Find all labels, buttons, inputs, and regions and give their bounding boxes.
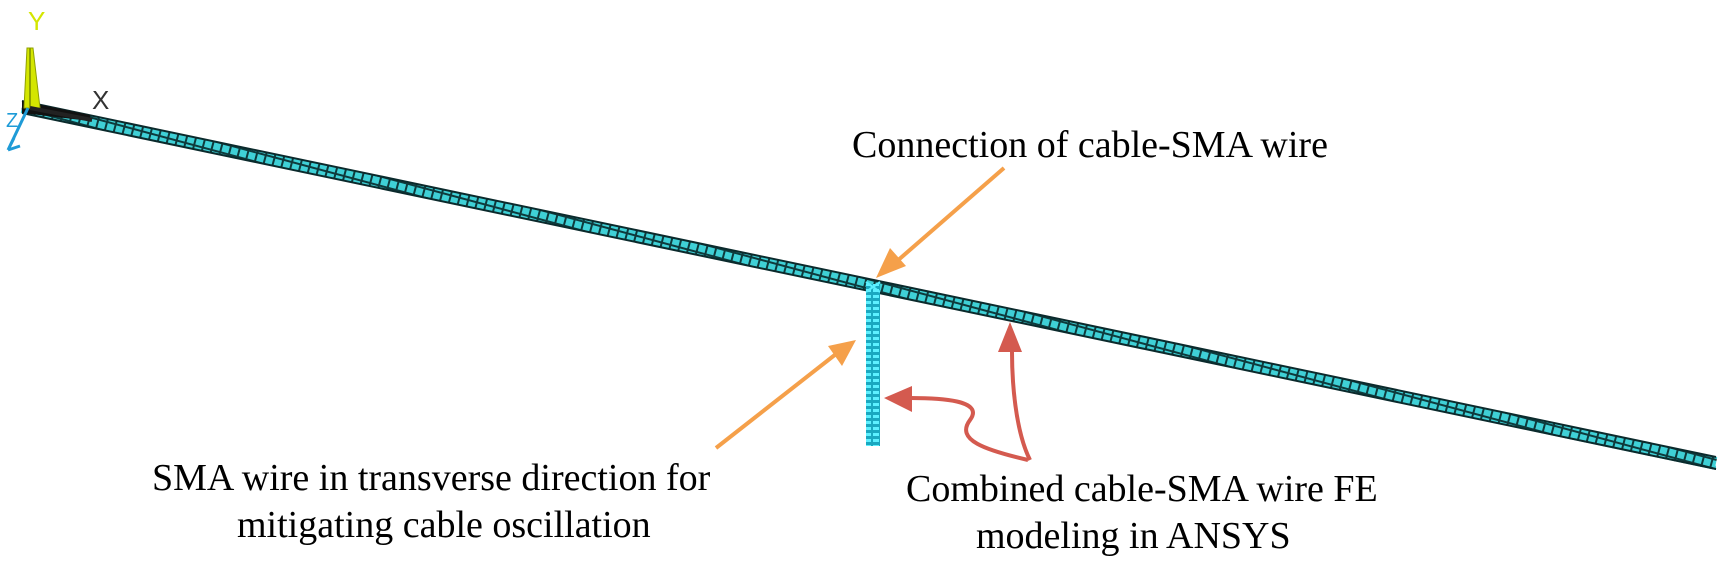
combined-arrow-left-shaft xyxy=(909,396,1029,462)
axis-triad xyxy=(6,47,93,152)
sma-wire-body xyxy=(866,284,880,446)
combined-arrow-right-head xyxy=(998,322,1022,352)
sma-wire-connection-mark xyxy=(865,281,881,293)
connection-arrow-head xyxy=(876,248,906,278)
y-axis-label: Y xyxy=(28,6,46,36)
sma-arrow-shaft xyxy=(714,352,838,450)
combined-arrow-left-head xyxy=(884,386,912,412)
annotation-arrows xyxy=(714,166,1032,462)
combined-arrow-right-shaft xyxy=(1010,351,1032,461)
x-axis-label: X xyxy=(92,85,110,115)
sma-wire xyxy=(865,281,881,446)
z-axis-arrow xyxy=(6,107,30,152)
connection-arrow-shaft xyxy=(894,166,1006,264)
z-axis-label: Z xyxy=(6,110,19,132)
connection-label: Connection of cable-SMA wire xyxy=(852,124,1328,166)
sma-wire-label-line2: mitigating cable oscillation xyxy=(237,504,651,546)
combined-model-label-line1: Combined cable-SMA wire FE xyxy=(906,468,1378,510)
sma-arrow-head xyxy=(828,340,856,366)
y-axis-arrow xyxy=(23,47,41,109)
x-axis-arrow xyxy=(29,106,93,122)
sma-wire-label-line1: SMA wire in transverse direction for xyxy=(152,457,711,499)
combined-model-label-line2: modeling in ANSYS xyxy=(976,515,1291,557)
cable-edge-top xyxy=(21,100,1717,458)
